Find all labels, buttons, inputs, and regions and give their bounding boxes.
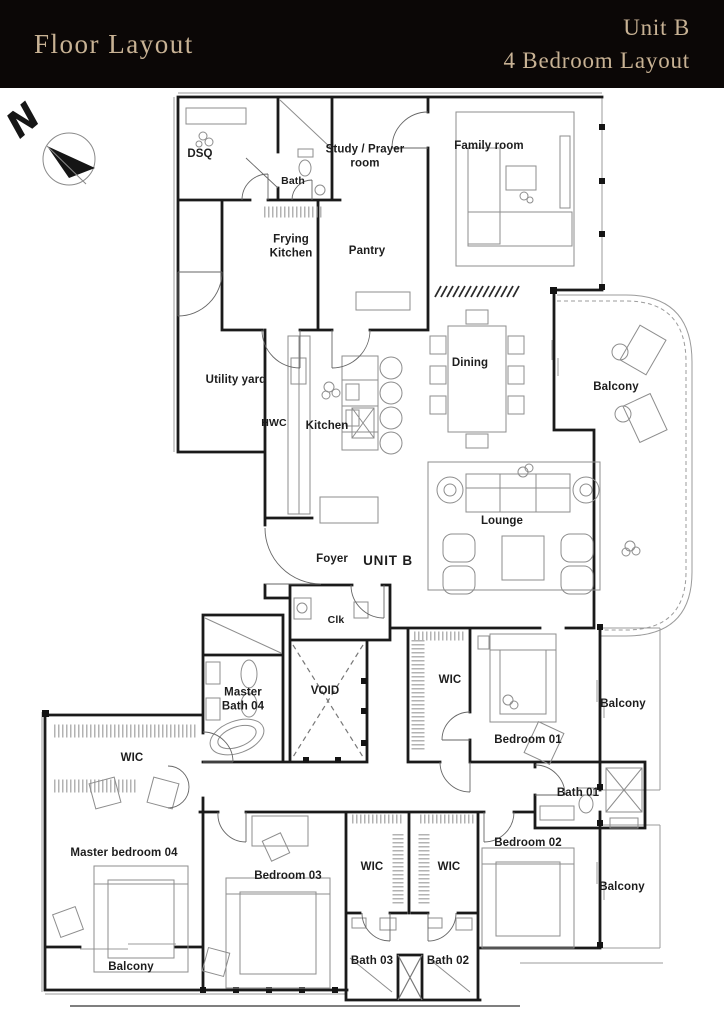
compass: N	[0, 96, 96, 186]
unit-subtitle: 4 Bedroom Layout	[503, 48, 690, 73]
room-label-dining: Dining	[451, 357, 489, 370]
room-label-pantry: Pantry	[348, 245, 386, 258]
unit-heading: Unit B 4 Bedroom Layout	[503, 11, 690, 78]
north-label: N	[0, 96, 48, 147]
room-label-bedroom03: Bedroom 03	[254, 870, 322, 883]
furniture	[51, 99, 668, 993]
room-label-bedroom01: Bedroom 01	[494, 734, 562, 747]
room-label-frying-kitchen: Frying Kitchen	[269, 233, 313, 259]
room-label-lounge: Lounge	[480, 515, 524, 528]
door-arcs	[167, 111, 566, 942]
outline-thin	[41, 92, 693, 1007]
room-label-master-bedroom: Master bedroom 04	[70, 847, 178, 860]
room-label-wic-right: WIC	[437, 861, 461, 874]
room-label-wic-mid: WIC	[360, 861, 384, 874]
room-label-master-bath: Master Bath 04	[221, 686, 265, 712]
room-label-utility-yard: Utility yard	[205, 374, 267, 387]
room-label-hwc: HWC	[261, 416, 287, 429]
unit-name: Unit B	[623, 14, 690, 40]
wardrobe-hatch	[54, 206, 474, 906]
north-arrow-icon	[47, 146, 95, 178]
room-label-balcony-bedroom02: Balcony	[599, 881, 645, 894]
room-label-bath03: Bath 03	[350, 955, 394, 968]
hatch-ticks	[434, 285, 520, 298]
room-label-dsq: DSQ	[187, 148, 213, 161]
room-label-wic-bedroom01: WIC	[438, 674, 462, 687]
room-label-family-room: Family room	[454, 140, 524, 153]
room-label-balcony-master: Balcony	[108, 961, 154, 974]
columns	[42, 124, 605, 993]
room-label-foyer: Foyer	[316, 553, 348, 566]
floor-plan-drawing: N	[0, 92, 693, 1007]
void-cross	[292, 644, 423, 1001]
header-bar: Floor Layout Unit B 4 Bedroom Layout	[0, 0, 724, 88]
room-label-balcony-upper-right: Balcony	[593, 381, 639, 394]
room-label-void: VOID	[310, 685, 340, 698]
room-label-clk: Clk	[327, 613, 345, 626]
unit-label: UNIT B	[363, 553, 413, 569]
room-label-study-prayer: Study / Prayer room	[325, 143, 405, 169]
page-title: Floor Layout	[34, 28, 194, 59]
room-label-balcony-bedroom01: Balcony	[600, 698, 646, 711]
room-label-bath02: Bath 02	[426, 955, 470, 968]
room-label-bedroom02: Bedroom 02	[494, 837, 562, 850]
room-label-kitchen: Kitchen	[305, 420, 349, 433]
room-label-bath-top: Bath	[281, 174, 305, 187]
walls	[43, 95, 647, 1002]
room-label-wic-master: WIC	[120, 752, 144, 765]
room-label-bath01: Bath 01	[556, 787, 600, 800]
